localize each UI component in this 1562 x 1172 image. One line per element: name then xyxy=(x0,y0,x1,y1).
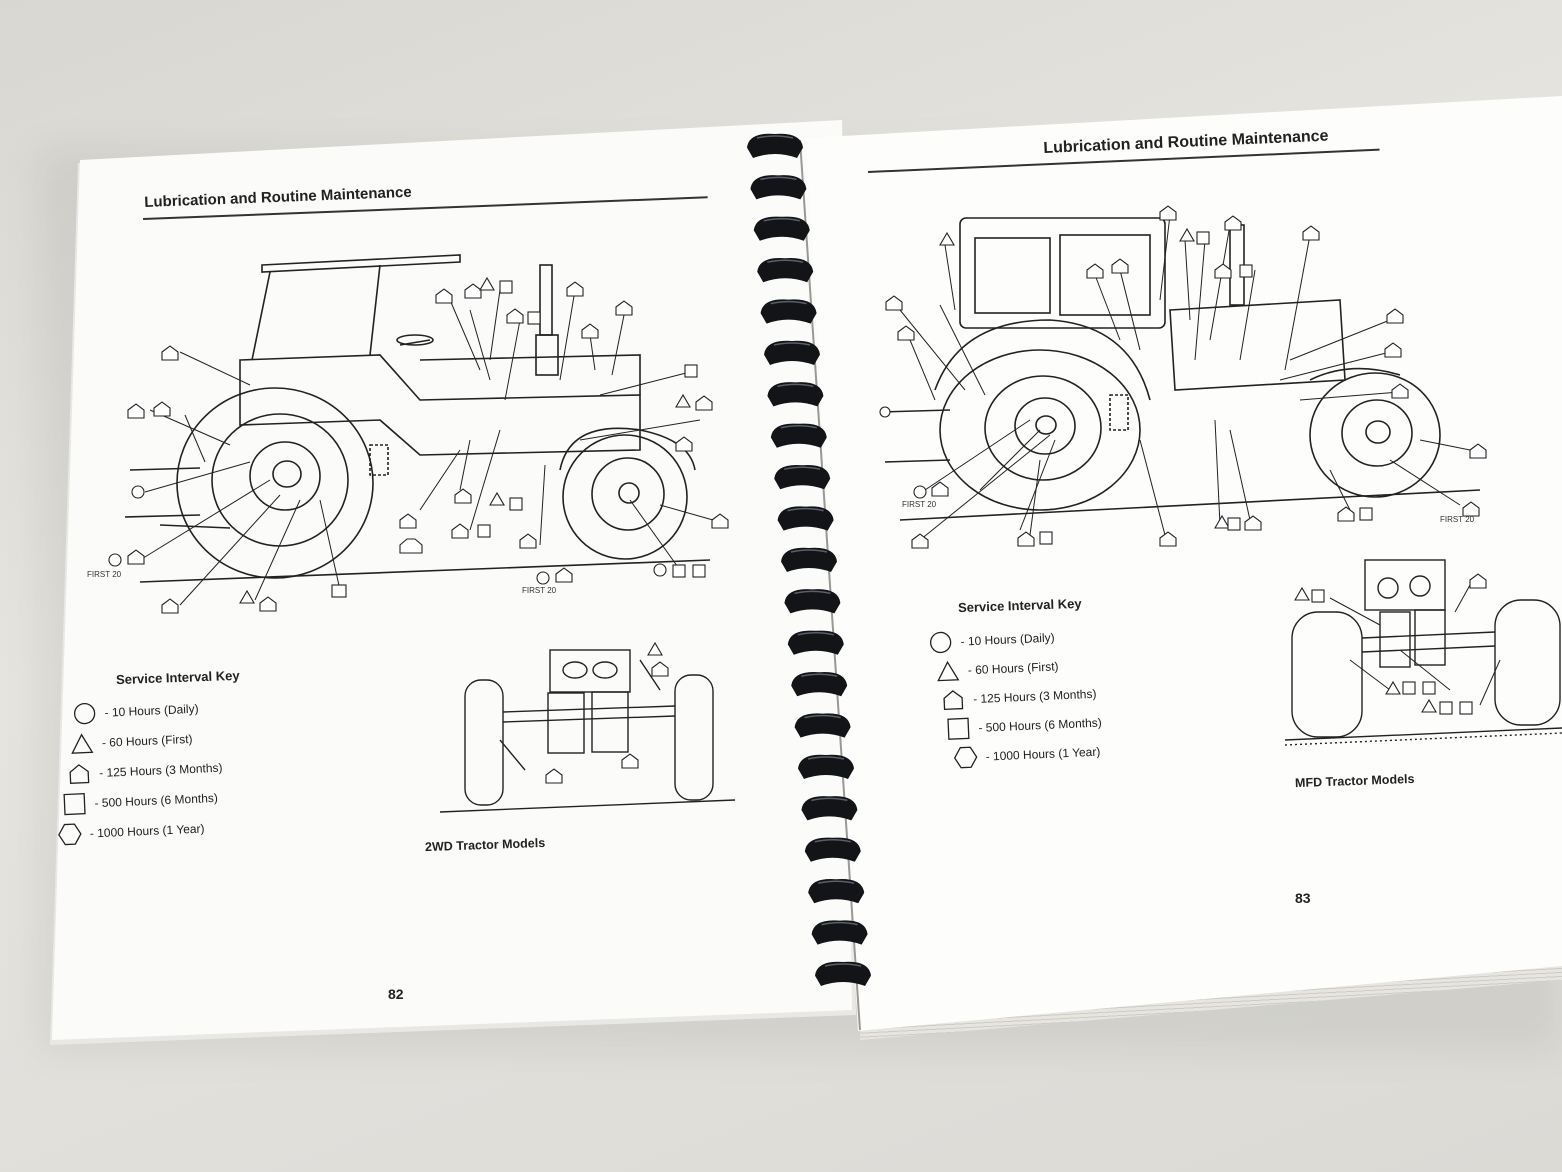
first20-label-rear: FIRST 20 xyxy=(87,570,122,579)
pentagon-icon xyxy=(943,689,964,710)
binding-coil-highlight xyxy=(767,259,804,263)
binding-coil-highlight xyxy=(770,300,807,305)
binding-coil xyxy=(794,713,851,738)
binding-coil-highlight xyxy=(760,176,797,181)
binding-coil-highlight xyxy=(811,797,848,802)
triangle-icon xyxy=(937,660,960,681)
binding-coil xyxy=(777,506,834,531)
right-page-number: 83 xyxy=(1295,890,1311,906)
binding-coil-highlight xyxy=(790,549,828,553)
binding-coil-highlight xyxy=(763,218,800,222)
binding-coil xyxy=(781,547,837,572)
binding-coil-highlight xyxy=(807,756,845,760)
key-item-60-hours: - 60 Hours (First) xyxy=(69,723,222,760)
binding-coil xyxy=(791,671,848,697)
binding-coil-highlight xyxy=(814,839,851,843)
binding-coil-highlight xyxy=(773,342,811,346)
left-page-number: 82 xyxy=(388,986,404,1002)
binding-coil-highlight xyxy=(804,714,841,719)
binding-coil xyxy=(815,961,871,986)
binding-coil-highlight xyxy=(756,135,794,139)
binding-coil xyxy=(760,299,817,324)
right-page xyxy=(806,96,1562,1031)
key-item-500-hours: - 500 Hours (6 Months) xyxy=(62,783,225,820)
square-icon xyxy=(63,793,86,816)
first20-label-rear-right: FIRST 20 xyxy=(902,500,937,509)
binding-coil-highlight xyxy=(794,590,831,595)
binding-coil xyxy=(798,754,854,779)
binding-coil-highlight xyxy=(824,963,862,967)
binding-coil xyxy=(808,878,865,904)
binding-coil-highlight xyxy=(801,673,838,677)
right-service-key-list: - 10 Hours (Daily) - 60 Hours (First) - … xyxy=(928,621,1104,773)
left-service-key-list: - 10 Hours (Daily) - 60 Hours (First) - … xyxy=(52,693,226,850)
hexagon-icon xyxy=(953,746,978,768)
triangle-icon xyxy=(71,733,94,754)
binding-coil-highlight xyxy=(787,507,824,512)
binding-coil xyxy=(767,382,824,407)
key-item-10-hours: - 10 Hours (Daily) xyxy=(928,621,1098,657)
key-item-1000-hours: - 1000 Hours (1 Year) xyxy=(953,737,1104,772)
key-item-1000-hours: - 1000 Hours (1 Year) xyxy=(57,813,226,850)
binding-coil xyxy=(750,175,807,200)
binding-coil xyxy=(804,837,861,862)
key-item-125-hours: - 125 Hours (3 Months) xyxy=(67,753,224,790)
binding-coil xyxy=(753,216,810,241)
binding-coil-highlight xyxy=(797,632,834,636)
first20-label-front-right: FIRST 20 xyxy=(1440,515,1475,524)
hexagon-icon xyxy=(58,823,82,846)
binding-coil xyxy=(801,796,858,821)
key-item-500-hours: - 500 Hours (6 Months) xyxy=(946,708,1103,744)
circle-icon xyxy=(929,631,952,653)
binding-coil xyxy=(784,589,841,614)
square-icon xyxy=(947,717,970,740)
first20-label-front: FIRST 20 xyxy=(522,586,557,595)
key-item-10-hours: - 10 Hours (Daily) xyxy=(72,693,221,729)
binding-coil xyxy=(787,630,844,655)
binding-coil xyxy=(811,920,868,945)
pentagon-icon xyxy=(69,764,90,784)
binding-coil-highlight xyxy=(818,880,855,884)
binding-coil-highlight xyxy=(821,921,858,926)
binding-coil-highlight xyxy=(780,425,817,429)
binding-coil xyxy=(757,257,814,283)
binding-coil xyxy=(764,340,820,365)
binding-coil-highlight xyxy=(777,383,814,388)
binding-coil xyxy=(747,133,803,158)
key-item-125-hours: - 125 Hours (3 Months) xyxy=(941,679,1102,715)
key-item-60-hours: - 60 Hours (First) xyxy=(935,650,1100,686)
binding-coil-highlight xyxy=(784,466,821,470)
binding-coil xyxy=(774,464,831,490)
binding-coil xyxy=(770,423,827,448)
circle-icon xyxy=(73,702,96,725)
